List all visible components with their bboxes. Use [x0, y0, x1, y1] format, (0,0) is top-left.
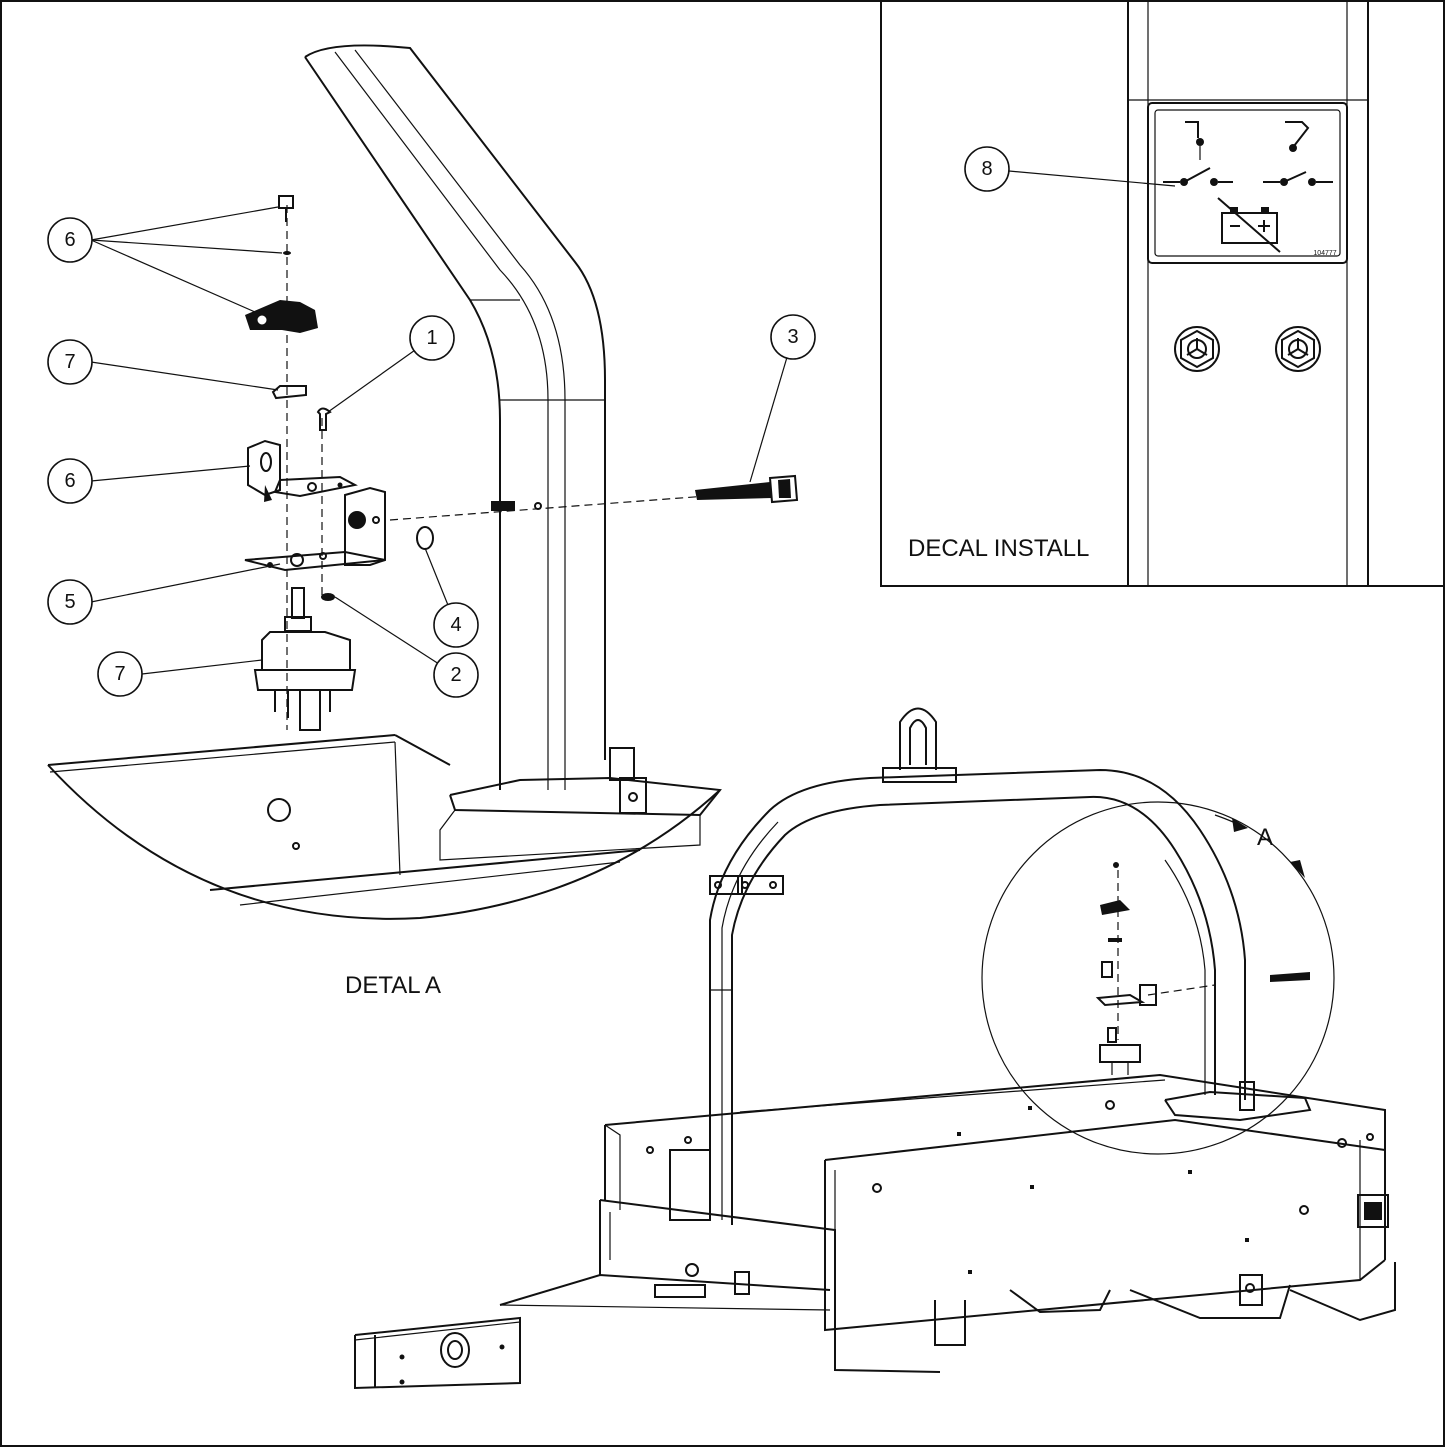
svg-text:6: 6 — [64, 470, 75, 492]
part-7-key-switch — [253, 587, 357, 731]
decal-part-code: 104777 — [1313, 250, 1336, 257]
leader-8 — [1008, 170, 1176, 187]
inset-caption: DECAL INSTALL — [908, 535, 1089, 562]
callout-7-switch: 7 — [97, 651, 143, 697]
callout-2: 2 — [433, 652, 479, 698]
callout-1: 1 — [409, 315, 455, 361]
callout-8: 8 — [964, 146, 1010, 192]
callout-5: 5 — [47, 579, 93, 625]
part-3-bolt — [695, 474, 799, 504]
part-2-nut — [321, 593, 335, 601]
lifting-eye — [882, 707, 957, 783]
svg-text:3: 3 — [787, 326, 798, 348]
decal-install-inset: 104777 DECAL INSTALL — [880, 1, 1444, 587]
svg-text:1: 1 — [426, 327, 437, 349]
hex-bolt-icon — [1174, 326, 1220, 372]
part-6-screw — [278, 195, 294, 255]
part-6-knob — [245, 300, 318, 333]
svg-text:8: 8 — [981, 158, 992, 180]
callout-7-spacer: 7 — [47, 339, 93, 385]
frame-assembly: A — [354, 707, 1396, 1390]
svg-text:4: 4 — [450, 614, 461, 636]
svg-text:6: 6 — [64, 229, 75, 251]
part-4-washer — [416, 526, 434, 550]
part-6-bracket — [247, 439, 358, 502]
callout-6-bracket: 6 — [47, 458, 93, 504]
svg-text:5: 5 — [64, 591, 75, 613]
detail-a-view: DETAL A — [47, 44, 799, 999]
detail-caption: DETAL A — [345, 972, 441, 999]
svg-text:2: 2 — [450, 664, 461, 686]
detail-a-circle — [981, 801, 1335, 1155]
hex-bolt-icon — [1275, 326, 1321, 372]
svg-text:7: 7 — [64, 351, 75, 373]
decal-inner — [1154, 109, 1341, 257]
view-marker-a: A — [1257, 824, 1273, 851]
inset-frame — [880, 1, 1444, 587]
callout-6-top: 6 — [47, 217, 93, 263]
switch-open-icon — [1263, 121, 1333, 186]
part-5-bracket — [244, 486, 386, 572]
battery-disconnect-icon — [1217, 197, 1281, 253]
callout-4: 4 — [433, 602, 479, 648]
callout-3: 3 — [770, 314, 816, 360]
svg-text:7: 7 — [114, 663, 125, 685]
switch-closed-icon — [1163, 121, 1233, 186]
